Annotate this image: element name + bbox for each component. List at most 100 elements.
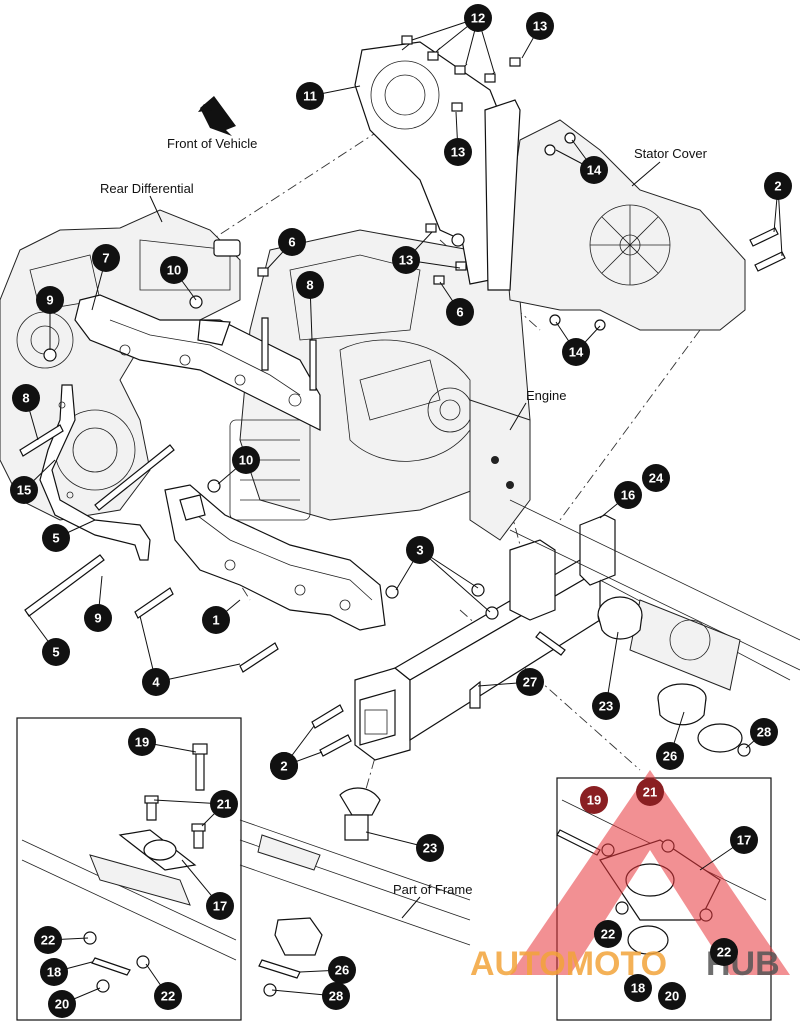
callout-circle	[624, 974, 652, 1002]
callout-number: 22	[601, 927, 615, 942]
callout-number: 6	[288, 235, 295, 250]
callout-number: 26	[663, 749, 677, 764]
callout-22: 22	[154, 982, 182, 1010]
callout-21: 21	[636, 778, 664, 806]
callout-23: 23	[416, 834, 444, 862]
callout-circle	[656, 742, 684, 770]
callout-number: 20	[55, 997, 69, 1012]
callout-circle	[464, 4, 492, 32]
callout-circle	[750, 718, 778, 746]
stator-cover	[504, 119, 746, 331]
callout-number: 26	[335, 963, 349, 978]
callout-2: 2	[764, 172, 792, 200]
callout-6: 6	[278, 228, 306, 256]
callout-number: 10	[239, 453, 253, 468]
callout-number: 11	[303, 89, 317, 104]
callout-8: 8	[12, 384, 40, 412]
callout-27: 27	[516, 668, 544, 696]
callout-number: 8	[22, 391, 29, 406]
callout-circle	[562, 338, 590, 366]
callout-circle	[516, 668, 544, 696]
callout-circle	[642, 464, 670, 492]
callout-circle	[406, 536, 434, 564]
callout-circle	[128, 728, 156, 756]
upper-mount-bracket	[74, 294, 321, 431]
callout-5: 5	[42, 638, 70, 666]
callout-circle	[142, 668, 170, 696]
callout-5: 5	[42, 524, 70, 552]
inset-detail-left	[16, 717, 242, 1021]
callout-circle	[526, 12, 554, 40]
callout-9: 9	[36, 286, 64, 314]
callout-20: 20	[658, 982, 686, 1010]
callout-number: 2	[280, 759, 287, 774]
callout-24: 24	[642, 464, 670, 492]
label-stator-cover: Stator Cover	[634, 146, 708, 161]
callout-22: 22	[710, 938, 738, 966]
callout-number: 6	[456, 305, 463, 320]
callout-circle	[92, 244, 120, 272]
callout-circle	[42, 638, 70, 666]
callout-circle	[154, 982, 182, 1010]
callout-circle	[446, 298, 474, 326]
callout-19: 19	[128, 728, 156, 756]
callout-16: 16	[614, 481, 642, 509]
callout-26: 26	[656, 742, 684, 770]
callout-10: 10	[160, 256, 188, 284]
callout-number: 9	[94, 611, 101, 626]
callout-13: 13	[392, 246, 420, 274]
callout-circle	[636, 778, 664, 806]
callout-circle	[278, 228, 306, 256]
callout-circle	[40, 958, 68, 986]
callout-number: 22	[41, 933, 55, 948]
callout-number: 21	[217, 797, 231, 812]
callout-number: 5	[52, 645, 59, 660]
callout-number: 18	[47, 965, 61, 980]
label-rear-differential: Rear Differential	[100, 181, 194, 196]
callout-number: 22	[161, 989, 175, 1004]
callout-21: 21	[210, 790, 238, 818]
callout-number: 17	[737, 833, 751, 848]
callout-number: 14	[569, 345, 584, 360]
callout-circle	[206, 892, 234, 920]
callout-circle	[160, 256, 188, 284]
label-engine: Engine	[526, 388, 566, 403]
callout-number: 28	[757, 725, 771, 740]
callout-circle	[392, 246, 420, 274]
callout-number: 22	[717, 945, 731, 960]
callout-number: 23	[599, 699, 613, 714]
callout-circle	[614, 481, 642, 509]
callout-1: 1	[202, 606, 230, 634]
callout-circle	[296, 271, 324, 299]
callout-3: 3	[406, 536, 434, 564]
callout-23: 23	[592, 692, 620, 720]
callout-number: 15	[17, 483, 31, 498]
callout-number: 1	[212, 613, 219, 628]
callout-28: 28	[322, 982, 350, 1010]
callout-17: 17	[730, 826, 758, 854]
callout-4: 4	[142, 668, 170, 696]
callout-circle	[34, 926, 62, 954]
callout-circle	[202, 606, 230, 634]
callout-circle	[42, 524, 70, 552]
callout-circle	[580, 156, 608, 184]
callout-22: 22	[34, 926, 62, 954]
frame-section-center	[239, 787, 471, 997]
callout-circle	[84, 604, 112, 632]
callout-circle	[48, 990, 76, 1018]
callout-number: 20	[665, 989, 679, 1004]
callout-number: 2	[774, 179, 781, 194]
callout-10: 10	[232, 446, 260, 474]
callout-number: 5	[52, 531, 59, 546]
callouts: 1213111314226136710981481015559316241427…	[10, 4, 792, 1018]
callout-number: 19	[135, 735, 149, 750]
callout-9: 9	[84, 604, 112, 632]
callout-6: 6	[446, 298, 474, 326]
callout-number: 13	[533, 19, 547, 34]
callout-13: 13	[526, 12, 554, 40]
callout-number: 17	[213, 899, 227, 914]
callout-number: 13	[451, 145, 465, 160]
callout-22: 22	[594, 920, 622, 948]
callout-circle	[296, 82, 324, 110]
